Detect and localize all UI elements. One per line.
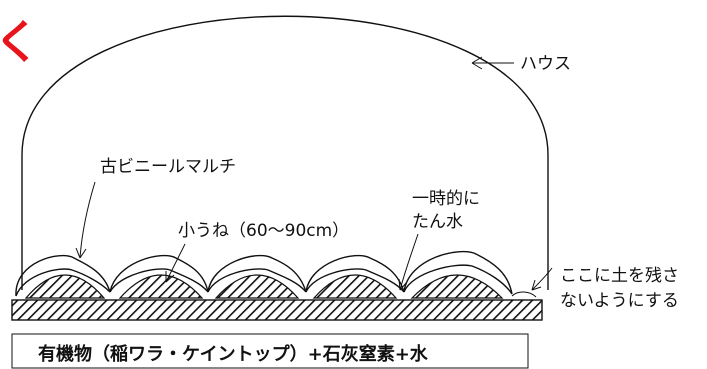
house-outline: [21, 15, 549, 290]
bottom-box: [11, 333, 529, 369]
red-corner-mark: く: [0, 15, 40, 69]
ridge: [214, 274, 300, 299]
ridge: [118, 274, 204, 299]
house-arrow: [471, 56, 514, 70]
old-vinyl-mulch: [15, 250, 513, 297]
water-label-line2: たん水: [412, 212, 463, 232]
bottom-box-label: 有機物（稲ワラ・ケイントップ）+石灰窒素+水: [38, 343, 429, 365]
water-label-line1: 一時的に: [412, 189, 480, 209]
soil-note-line2: ないようにする: [560, 291, 679, 311]
edge-soil-lump: [511, 291, 537, 298]
old-mulch-label: 古ビニールマルチ: [100, 157, 236, 177]
old-mulch-arrow: [75, 181, 96, 259]
house-label: ハウス: [520, 54, 571, 74]
ridge: [312, 274, 398, 299]
ridge-arrow: [165, 243, 186, 283]
soil-note-line1: ここに土を残さ: [560, 266, 679, 286]
water-arrow: [398, 233, 419, 291]
soil-note-arrow: [531, 267, 553, 291]
ridges: [24, 274, 504, 299]
soil-base-layer: [11, 299, 543, 321]
ridge: [410, 274, 504, 299]
ridge-label: 小うね（60〜90cm）: [178, 221, 349, 241]
ridge: [24, 274, 106, 299]
